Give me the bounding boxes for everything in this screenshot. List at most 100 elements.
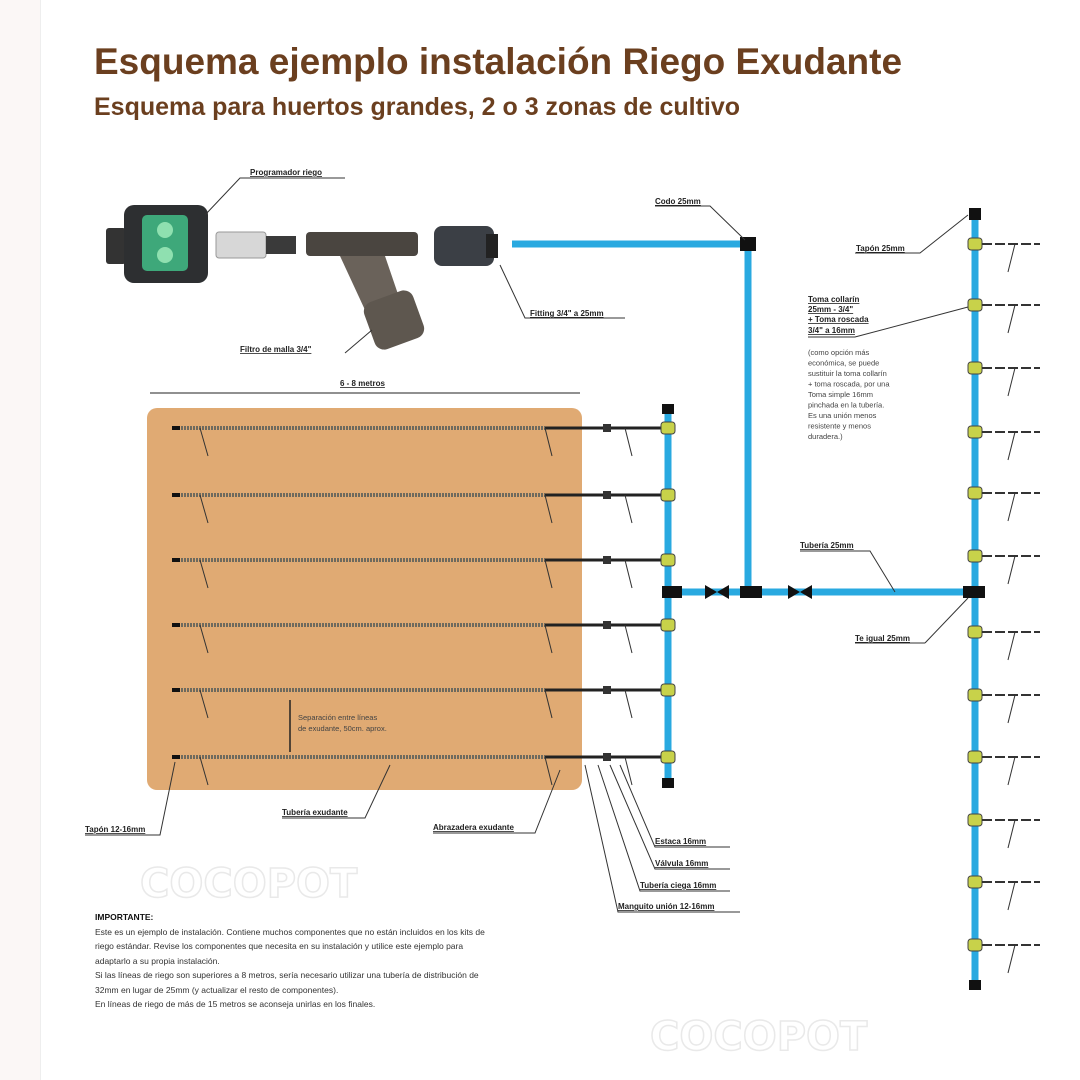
fitting-25mm (434, 226, 498, 266)
stake (199, 689, 209, 719)
exudant-line (172, 683, 676, 719)
stake (1007, 492, 1016, 522)
collar-fitting (967, 625, 983, 639)
important-heading: IMPORTANTE: (95, 912, 154, 922)
tap-outlet (967, 486, 1040, 522)
stake (544, 689, 553, 719)
tap-outlet (967, 625, 1040, 661)
collar-label-line: 25mm - 3/4" (808, 305, 853, 314)
collar-note-line: Toma simple 16mm (808, 390, 873, 399)
stake (624, 756, 633, 786)
stake (199, 559, 209, 589)
end-cap (172, 493, 180, 497)
collar-fitting (967, 425, 983, 439)
stake (1007, 756, 1016, 786)
collar-note-line: económica, se puede (808, 359, 879, 368)
stake (199, 624, 209, 654)
stake (544, 624, 553, 654)
label-clamp: Abrazadera exudante (433, 823, 514, 832)
label-pipe-25: Tubería 25mm (800, 541, 854, 550)
label-valve: Válvula 16mm (655, 859, 708, 868)
label-filter: Filtro de malla 3/4" (240, 345, 312, 354)
label-stake: Estaca 16mm (655, 837, 706, 846)
separation-label-1: Separación entre líneas (298, 713, 377, 722)
important-note: IMPORTANTE: Este es un ejemplo de instal… (95, 910, 595, 1012)
valve (603, 753, 611, 761)
collar-fitting (660, 683, 676, 697)
collar-fitting (967, 875, 983, 889)
collar-fitting (967, 361, 983, 375)
collar-fitting (660, 488, 676, 502)
important-line: Este es un ejemplo de instalación. Conti… (95, 926, 485, 937)
watermark-text: COCOPOT (140, 861, 358, 907)
collar-fitting (967, 750, 983, 764)
label-collar: Toma collarín 25mm - 3/4" + Toma roscada… (808, 295, 869, 335)
collar-fitting (660, 553, 676, 567)
stake (624, 494, 633, 524)
tap-outlet (967, 298, 1040, 334)
irrigation-timer (106, 205, 208, 283)
stake (1007, 694, 1016, 724)
important-line: riego estándar. Revise los componentes q… (95, 941, 464, 951)
valve (603, 686, 611, 694)
label-exudant-pipe: Tubería exudante (282, 808, 348, 817)
page-edge (0, 0, 41, 1080)
collar-note-line: sustituir la toma collarín (808, 369, 887, 378)
collar-note-line: resistente y menos (808, 422, 871, 431)
pipe-fittings (662, 208, 985, 990)
tap-outlet (967, 750, 1040, 786)
exudant-line (172, 488, 676, 524)
valve (603, 424, 611, 432)
stake (1007, 243, 1016, 273)
stake (199, 427, 209, 457)
stake (544, 494, 553, 524)
garden-bed (147, 408, 582, 790)
stake (1007, 555, 1016, 585)
end-cap (172, 623, 180, 627)
collar-note-line: Es una unión menos (808, 411, 877, 420)
end-cap (172, 426, 180, 430)
end-cap (172, 558, 180, 562)
watermarks: COCOPOT COCOPOT (139, 860, 869, 1061)
stake (199, 756, 209, 786)
important-line: Si las líneas de riego son superiores a … (95, 970, 479, 980)
stake (544, 559, 553, 589)
collar-label-line: + Toma roscada (808, 315, 869, 324)
leader-lines (85, 177, 969, 913)
label-cap-1216: Tapón 12-16mm (85, 825, 145, 834)
label-elbow: Codo 25mm (655, 197, 701, 206)
length-label: 6 - 8 metros (340, 379, 385, 388)
exudant-line (172, 618, 676, 654)
tap-outlet (967, 237, 1040, 273)
stake (1007, 819, 1016, 849)
tap-outlet (967, 361, 1040, 397)
collar-note-line: + toma roscada, por una (808, 380, 890, 389)
stake (624, 624, 633, 654)
exudant-lines (172, 421, 676, 786)
valve (603, 491, 611, 499)
important-line: 32mm en lugar de 25mm (y actualizar el r… (95, 984, 339, 995)
tap-outlet (967, 938, 1040, 974)
diagram-title: Esquema ejemplo instalación Riego Exudan… (94, 41, 903, 82)
valve (603, 621, 611, 629)
collar-fitting (967, 237, 983, 251)
collar-fitting (967, 938, 983, 952)
watermark-text: COCOPOT (650, 1014, 868, 1060)
collar-label-line: 3/4" a 16mm (808, 326, 855, 335)
label-programmer: Programador riego (250, 168, 322, 177)
collar-fitting (660, 618, 676, 632)
collar-fitting (967, 688, 983, 702)
mesh-filter (306, 232, 425, 350)
exudant-line (172, 750, 676, 786)
separation-label-2: de exudante, 50cm. aprox. (298, 724, 387, 733)
stake (1007, 631, 1016, 661)
tap-outlet (967, 875, 1040, 911)
stake (1007, 367, 1016, 397)
collar-fitting (660, 750, 676, 764)
collar-fitting (967, 813, 983, 827)
tap-outlet (967, 688, 1040, 724)
label-cap-25: Tapón 25mm (856, 244, 905, 253)
exudant-line (172, 553, 676, 589)
stake (199, 494, 209, 524)
